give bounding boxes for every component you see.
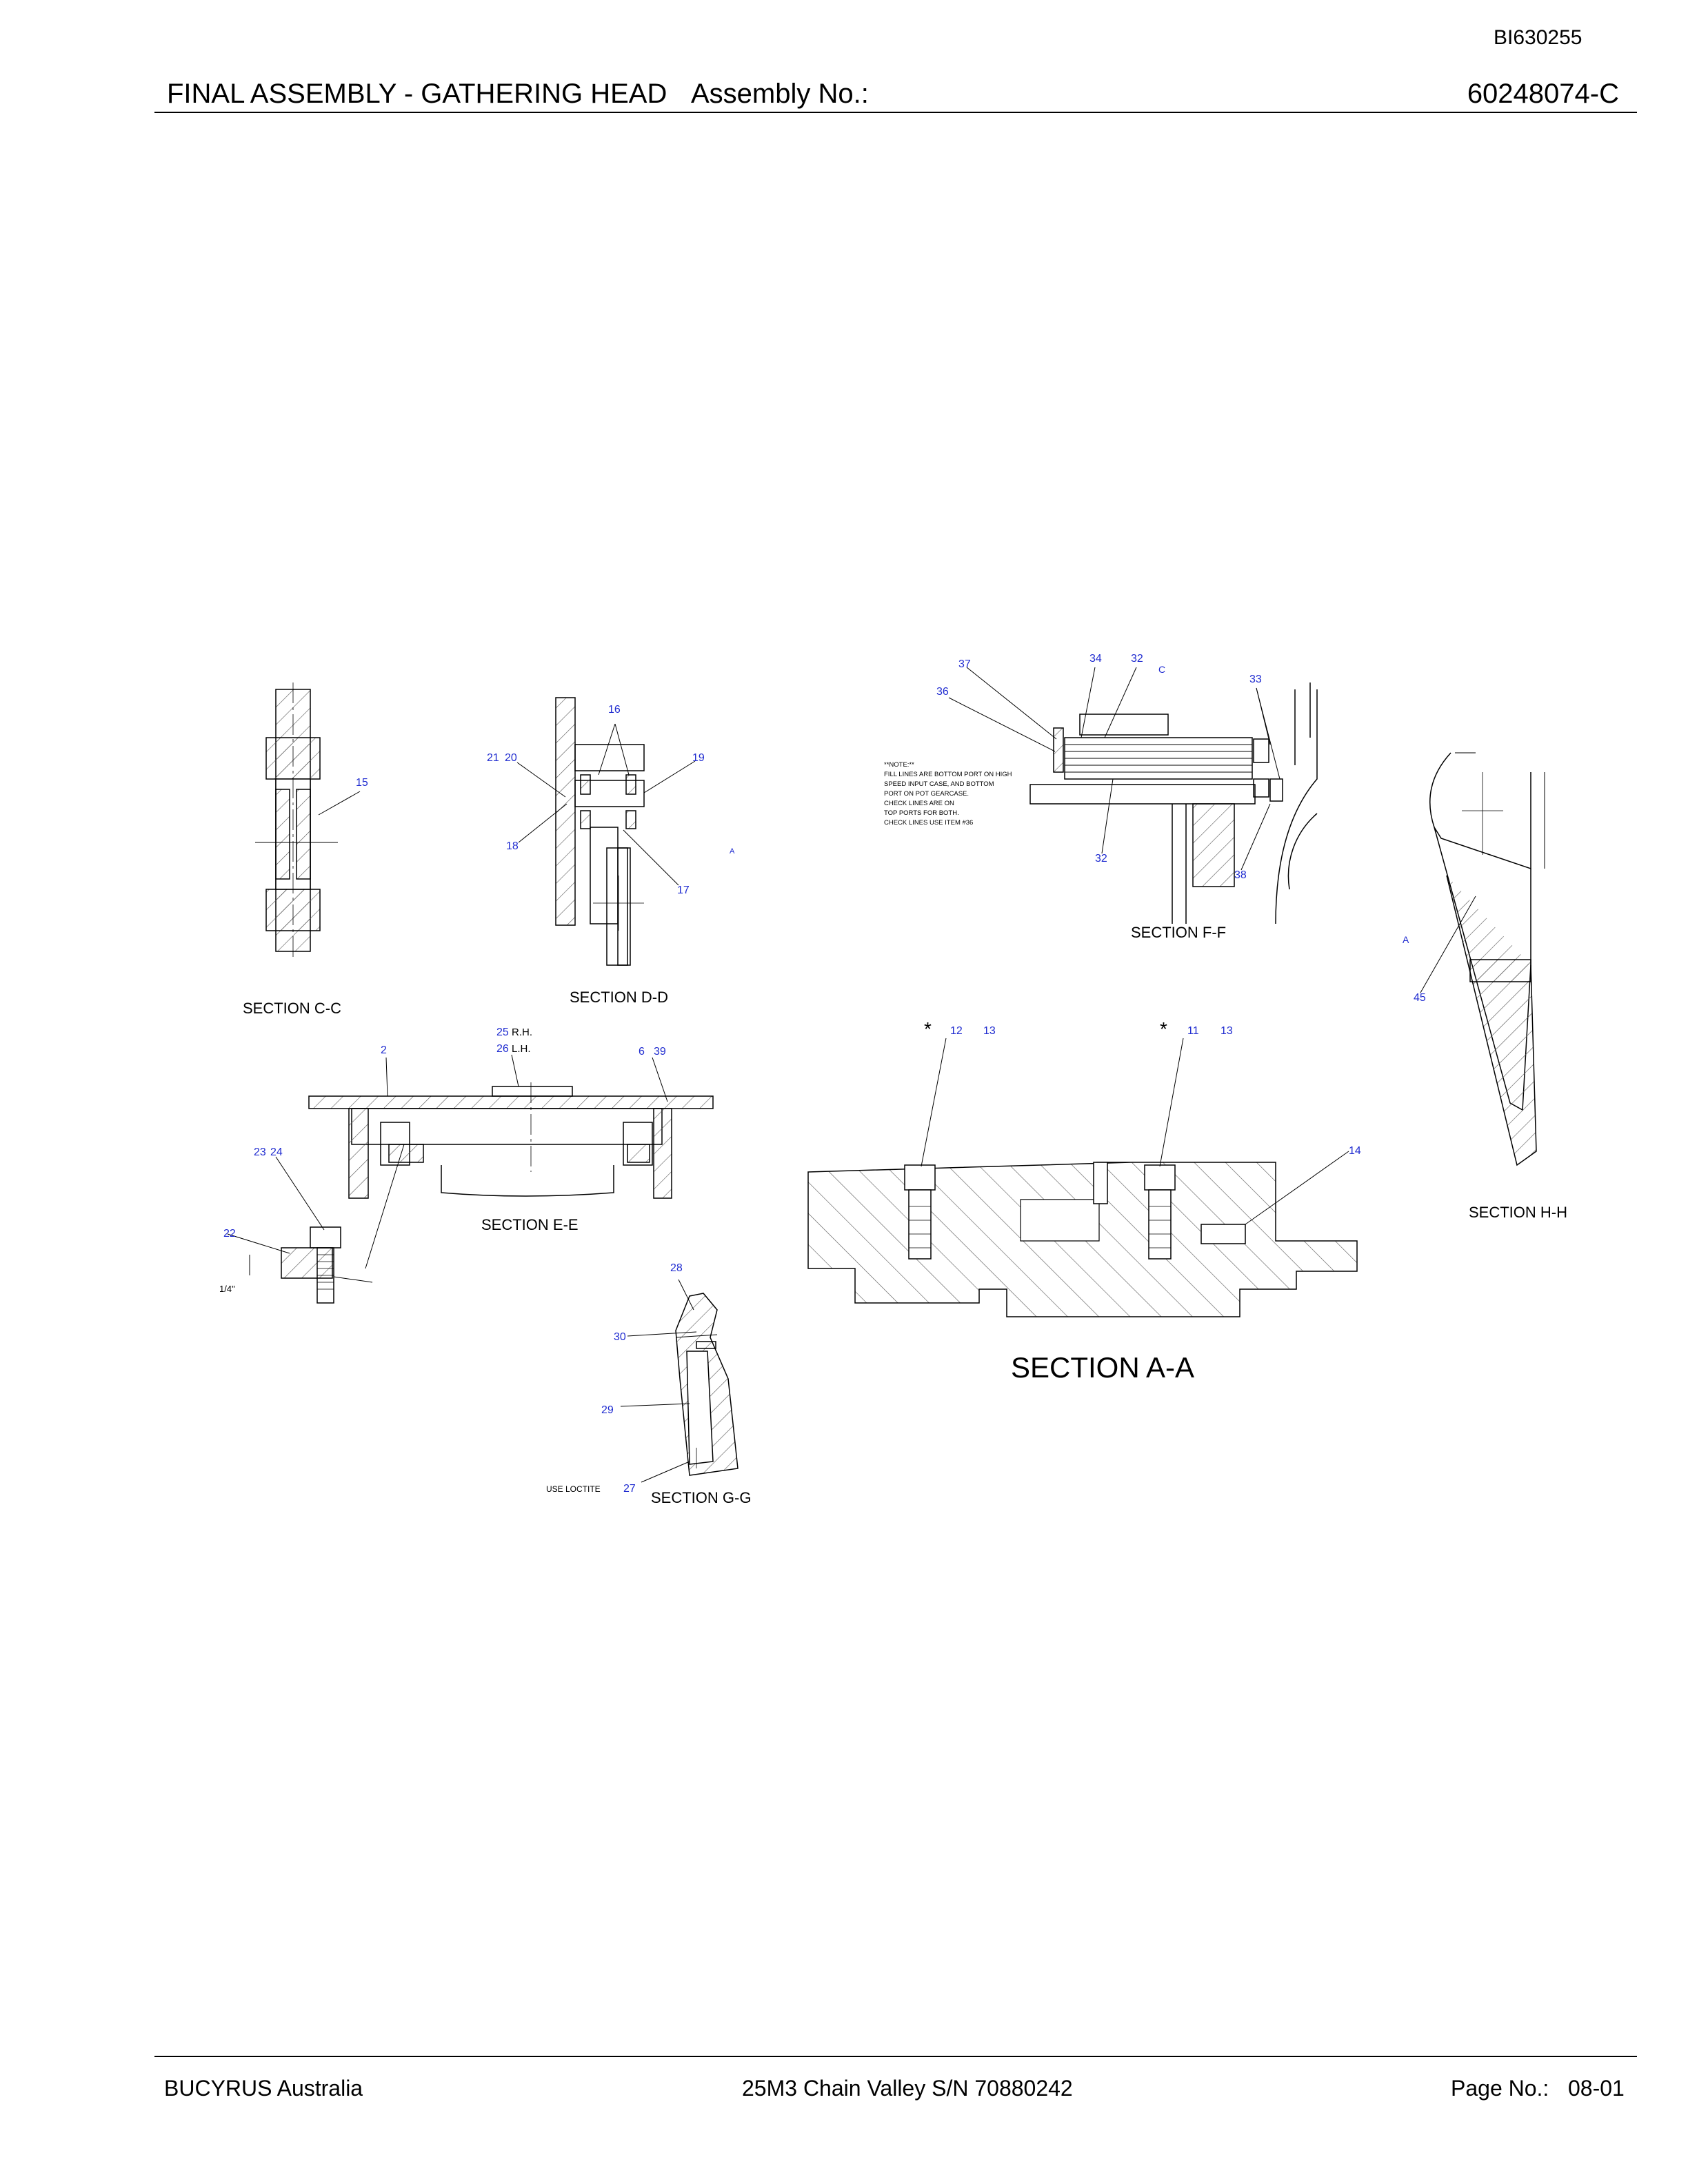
note-line-3: SPEED INPUT CASE, AND BOTTOM xyxy=(884,780,994,788)
header-rule xyxy=(154,112,1637,113)
callout-28: 28 xyxy=(670,1262,683,1274)
letter-a-hh: A xyxy=(1403,934,1409,945)
note-line-6: TOP PORTS FOR BOTH. xyxy=(884,809,959,817)
callout-13-right: 13 xyxy=(1220,1025,1233,1037)
letter-a-dd: A xyxy=(730,847,735,856)
callout-21: 21 xyxy=(487,752,499,764)
callout-22: 22 xyxy=(223,1228,236,1240)
section-ee-label: SECTION E-E xyxy=(481,1216,579,1233)
assembly-label: Assembly No.: xyxy=(691,79,869,109)
callout-6: 6 xyxy=(639,1046,645,1058)
footer-rule xyxy=(154,2056,1637,2057)
footer-company: BUCYRUS Australia xyxy=(164,2076,363,2101)
section-hh-drawing xyxy=(1420,752,1545,1166)
callout-18: 18 xyxy=(506,840,519,852)
section-cc-label: SECTION C-C xyxy=(243,1000,341,1017)
callout-15: 15 xyxy=(356,777,368,789)
callout-39: 39 xyxy=(654,1046,666,1058)
note-line-4: PORT ON POT GEARCASE. xyxy=(884,790,969,798)
footer-page-label: Page No.: xyxy=(1451,2076,1549,2101)
callout-13-left: 13 xyxy=(983,1025,996,1037)
callout-23: 23 xyxy=(254,1146,266,1158)
callout-32-top: 32 xyxy=(1131,653,1143,665)
section-aa-drawing xyxy=(807,1038,1358,1317)
section-ee-drawing xyxy=(227,1054,714,1304)
note-line-2: FILL LINES ARE BOTTOM PORT ON HIGH xyxy=(884,771,1012,778)
callout-34: 34 xyxy=(1089,653,1102,665)
document-id: BI630255 xyxy=(1494,26,1582,49)
callout-26: 26 xyxy=(496,1043,509,1055)
section-gg-drawing xyxy=(620,1279,738,1483)
section-hh-label: SECTION H-H xyxy=(1469,1204,1567,1221)
note-line-1: **NOTE:** xyxy=(884,761,914,769)
footer-machine: 25M3 Chain Valley S/N 70880242 xyxy=(742,2076,1073,2101)
quarter-inch-label: 1/4" xyxy=(219,1284,235,1294)
callout-38: 38 xyxy=(1234,869,1247,881)
callout-45: 45 xyxy=(1414,992,1426,1004)
callout-24: 24 xyxy=(270,1146,283,1158)
document-title: FINAL ASSEMBLY - GATHERING HEAD xyxy=(167,79,667,109)
callout-36: 36 xyxy=(936,686,949,698)
callout-32-bottom: 32 xyxy=(1095,853,1107,865)
callout-29: 29 xyxy=(601,1404,614,1416)
lh-label: L.H. xyxy=(512,1043,531,1055)
callout-25: 25 xyxy=(496,1027,509,1038)
section-dd-drawing xyxy=(516,697,696,966)
footer-page-number: 08-01 xyxy=(1568,2076,1625,2101)
note-line-7: CHECK LINES USE ITEM #36 xyxy=(884,819,973,827)
callout-16: 16 xyxy=(608,704,621,716)
callout-2: 2 xyxy=(381,1044,387,1056)
section-aa-label: SECTION A-A xyxy=(1011,1351,1194,1384)
callout-27: 27 xyxy=(623,1483,636,1495)
letter-c-ff: C xyxy=(1158,664,1165,675)
callout-30: 30 xyxy=(614,1331,626,1343)
assembly-number: 60248074-C xyxy=(1467,79,1619,109)
section-ff-drawing xyxy=(948,667,1318,924)
note-line-5: CHECK LINES ARE ON xyxy=(884,800,954,807)
callout-12: 12 xyxy=(950,1025,963,1037)
callout-20: 20 xyxy=(505,752,517,764)
section-cc-drawing xyxy=(255,682,361,958)
section-ff-label: SECTION F-F xyxy=(1131,924,1226,941)
star-mark-left: * xyxy=(924,1018,932,1040)
rh-label: R.H. xyxy=(512,1027,532,1038)
section-gg-label: SECTION G-G xyxy=(651,1489,751,1506)
section-dd-label: SECTION D-D xyxy=(570,989,668,1006)
star-mark-right: * xyxy=(1160,1018,1167,1040)
use-loctite-label: USE LOCTITE xyxy=(546,1484,601,1494)
callout-11: 11 xyxy=(1187,1025,1199,1037)
callout-33: 33 xyxy=(1249,674,1262,685)
callout-37: 37 xyxy=(958,658,971,670)
callout-19: 19 xyxy=(692,752,705,764)
callout-17: 17 xyxy=(677,884,690,896)
callout-14: 14 xyxy=(1349,1145,1361,1157)
